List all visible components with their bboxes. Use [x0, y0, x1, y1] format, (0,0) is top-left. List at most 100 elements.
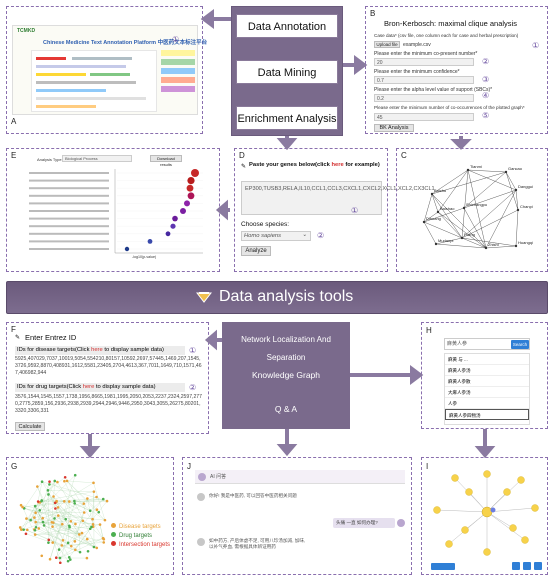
target-node: [41, 520, 45, 524]
network-edge: [52, 526, 70, 558]
target-node: [95, 508, 99, 511]
analysis-type-label: Analysis Type: [37, 157, 62, 162]
enrichment-dot: [170, 223, 176, 229]
enrichment-dot: [124, 246, 130, 252]
drug-label-suffix: to display sample data): [94, 384, 156, 390]
list-item[interactable]: 大麻人参汤: [445, 387, 529, 398]
bk-analysis-button[interactable]: BK Analysis: [374, 124, 414, 132]
target-node: [53, 517, 56, 520]
panel-g: G Disease targets Drug targets Intersect…: [6, 457, 174, 575]
cooc-label: Please enter the minimum number of co-oc…: [374, 105, 525, 110]
kg-suggestion-list: 麻黄 与 ... 麻黄人参汤 麻黄人参散 大麻人参汤 人参 麻黄人参四物汤: [444, 353, 530, 425]
herb-node: [430, 192, 434, 196]
alpha-input[interactable]: 0.2: [374, 94, 474, 102]
calculate-button[interactable]: Calculate: [15, 422, 45, 431]
herb-node: [434, 242, 438, 246]
disease-ids-textarea[interactable]: 5925,407029,7037,10019,5054,554210,80157…: [15, 356, 202, 376]
target-node: [33, 533, 37, 536]
confidence-input[interactable]: 0.7: [374, 76, 474, 84]
menu-qa[interactable]: Q & A: [222, 400, 350, 418]
list-item[interactable]: 麻黄 与 ...: [445, 354, 529, 365]
menu-enrichment-analysis[interactable]: Enrichment Analysis: [236, 106, 338, 130]
target-node: [40, 499, 43, 503]
menu-network-localization[interactable]: Network Localization And Separation: [222, 331, 350, 362]
menu-data-mining[interactable]: Data Mining: [236, 60, 338, 84]
term-label-bar: [29, 210, 109, 212]
network-edge: [35, 480, 55, 528]
term-label-bar: [29, 202, 109, 205]
network-edge: [93, 482, 106, 521]
graph-node: [461, 526, 469, 534]
target-node: [98, 523, 102, 526]
network-edge: [35, 521, 70, 528]
case-label: Case data* (csv file, one column each fo…: [374, 33, 519, 38]
zoom-in-button[interactable]: [512, 562, 520, 570]
example-link[interactable]: here: [331, 162, 344, 168]
network-edge: [51, 503, 84, 523]
fit-button[interactable]: [534, 562, 542, 570]
menu-knowledge-graph[interactable]: Knowledge Graph: [222, 366, 350, 384]
analysis-type-select[interactable]: Biological Process: [62, 155, 132, 162]
network-edge: [75, 528, 91, 550]
network-edge: [39, 475, 76, 511]
cooc-input[interactable]: 45: [374, 113, 474, 121]
chevron-down-icon: [195, 290, 213, 306]
drug-ids-textarea[interactable]: 3576,1544,1545,1557,1738,1956,8665,1981,…: [15, 394, 202, 414]
target-node: [51, 521, 55, 524]
kg-search-input[interactable]: 麻黄人参: [444, 338, 530, 350]
species-select[interactable]: Homo sapiens ⌄: [241, 231, 311, 241]
support-input[interactable]: 20: [374, 58, 474, 66]
support-label: Please enter the minimum co-present numb…: [374, 51, 478, 57]
target-node: [88, 509, 92, 513]
bot-avatar: [197, 538, 205, 546]
target-node: [74, 548, 77, 552]
target-node: [73, 502, 77, 505]
step-3-marker: ③: [482, 75, 490, 84]
target-node: [69, 519, 73, 523]
chevron-down-icon: ⌄: [302, 232, 307, 238]
legend-dot-disease: [111, 523, 116, 528]
network-edge: [79, 534, 81, 553]
bot-avatar: [197, 493, 205, 501]
network-edge: [21, 506, 36, 530]
download-results-button[interactable]: Download results: [150, 155, 182, 167]
analyze-button[interactable]: Analyze: [241, 246, 271, 256]
target-node: [68, 524, 71, 528]
network-edge: [423, 221, 463, 239]
platform-title: Chinese Medicine Text Annotation Platfor…: [43, 40, 208, 46]
chat-message-user: 头痛 一直 如何办理?: [333, 518, 395, 528]
list-item[interactable]: 人参: [445, 398, 529, 409]
kg-search-button[interactable]: Search: [511, 340, 529, 349]
network-edge: [92, 491, 94, 520]
chat-header-title: AI 问答: [210, 474, 227, 480]
kg-control-button[interactable]: [431, 563, 455, 570]
gene-textarea[interactable]: EP300,TUSB3,RELA,IL10,CCL1,CCL3,CXCL1,CX…: [241, 181, 435, 215]
drug-example-link[interactable]: here: [82, 384, 95, 390]
list-item-selected[interactable]: 麻黄人参四物汤: [445, 409, 529, 420]
target-node: [37, 527, 41, 530]
herb-node-label: Danggui: [518, 184, 533, 189]
target-node: [48, 483, 51, 486]
network-edge: [71, 512, 85, 547]
network-edge: [463, 207, 487, 249]
target-node: [85, 556, 89, 560]
menu-data-annotation[interactable]: Data Annotation: [236, 14, 338, 38]
zoom-out-button[interactable]: [523, 562, 531, 570]
network-edge: [90, 498, 104, 511]
target-node: [33, 516, 36, 519]
list-item[interactable]: 麻黄人参汤: [445, 365, 529, 376]
upload-file-button[interactable]: Upload file: [374, 41, 400, 48]
drug-label-text: IDs for drug targets(Click: [17, 384, 83, 390]
term-label-bar: [29, 187, 109, 190]
target-node: [103, 518, 107, 522]
network-edge: [30, 519, 94, 548]
label-sidebar: [161, 50, 195, 112]
target-node: [65, 479, 69, 483]
herb-node-label: Huangqi: [518, 240, 533, 245]
enrichment-dot: [191, 169, 199, 177]
list-item[interactable]: 麻黄人参散: [445, 376, 529, 387]
target-node: [85, 537, 89, 541]
disease-example-link[interactable]: here: [91, 347, 103, 353]
herb-node-label: Shichangpu: [466, 202, 487, 207]
